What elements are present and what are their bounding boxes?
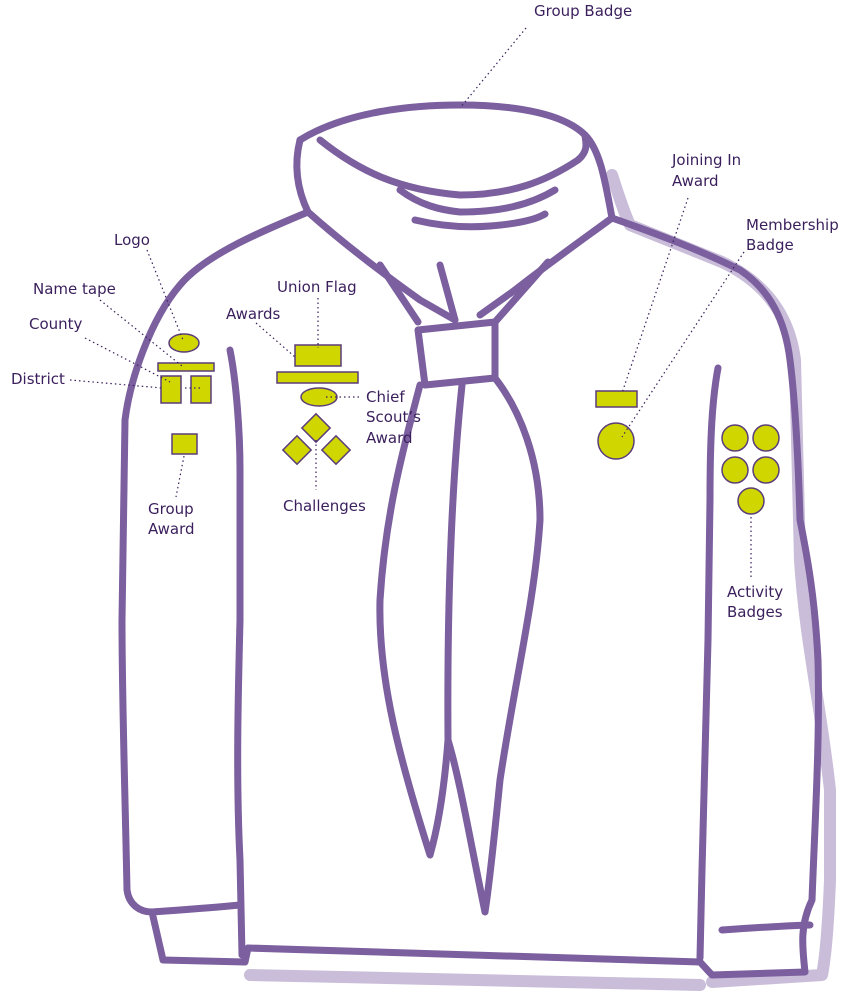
label-group-badge: Group Badge [534,2,632,20]
group-award-badge [171,433,198,455]
label-county: County [29,315,83,333]
necker [376,318,544,916]
label-activity-badges: Badges [727,603,783,621]
shirt-shadow [244,169,836,991]
left-chest-badges [157,333,215,455]
activity-badge [721,456,749,484]
label-group-award: Award [148,520,195,538]
label-group-award: Group [148,500,194,518]
joining-in-award-badge [595,390,638,408]
label-union-flag: Union Flag [277,278,357,296]
collar [293,101,616,326]
diagram-labels: Group Badge Joining In Award Membership … [11,2,839,621]
activity-badges [721,424,780,515]
shirt-outline [118,208,822,979]
leader-lines [69,27,752,580]
label-joining-in-award: Joining In [671,151,741,169]
label-name-tape: Name tape [33,280,116,298]
challenge-badge-left [281,434,313,466]
awards-bar-badge [276,371,359,384]
right-chest-badges [595,390,638,460]
challenge-badge-top [300,412,332,444]
label-chief-scouts-award: Chief [366,388,405,406]
chief-scouts-award-badge [300,387,338,407]
label-joining-in-award: Award [672,172,719,190]
label-district: District [11,370,65,388]
label-membership-badge: Badge [746,236,794,254]
name-tape-badge [157,362,215,372]
activity-badge [737,487,765,515]
label-activity-badges: Activity [727,583,783,601]
challenge-badge-right [320,434,352,466]
label-chief-scouts-award: Scout’s [366,408,421,426]
label-logo: Logo [114,231,150,249]
union-flag-badge [294,344,342,367]
logo-badge [168,333,200,353]
label-awards: Awards [226,305,281,323]
activity-badge [721,424,749,452]
label-membership-badge: Membership [746,216,839,234]
label-chief-scouts-award: Award [366,429,413,447]
membership-badge [597,422,635,460]
activity-badge [752,424,780,452]
county-badge [160,375,182,404]
district-badge [190,375,212,404]
centre-chest-badges [276,344,359,466]
label-challenges: Challenges [283,497,366,515]
activity-badge [752,456,780,484]
